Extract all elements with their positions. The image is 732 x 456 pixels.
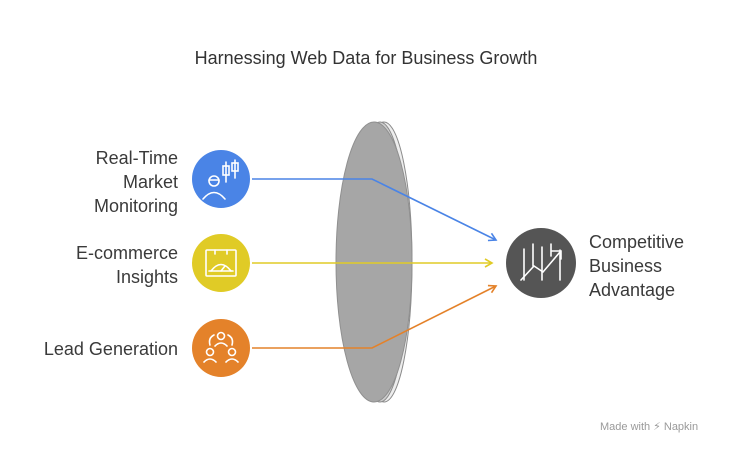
growth-chart-icon [520, 243, 562, 281]
connector-lead-generation [252, 284, 498, 349]
label-line: Lead Generation [43, 339, 178, 359]
napkin-watermark[interactable]: Made with⚡Napkin [600, 420, 698, 433]
lens-shape [335, 121, 413, 403]
node-market-monitoring [192, 150, 250, 208]
node-lead-generation [192, 319, 250, 377]
label-lead-generation: Lead Generation [44, 337, 178, 361]
ecommerce-dashboard-icon [205, 249, 237, 277]
market-monitoring-icon [202, 159, 239, 200]
label-line: Market [122, 172, 178, 192]
label-line: Insights [115, 267, 178, 287]
label-market-monitoring: Real-Time Market Monitoring [94, 146, 178, 218]
label-line: Advantage [589, 280, 676, 300]
label-line: E-commerce [75, 243, 178, 263]
label-line: Real-Time [95, 148, 178, 168]
label-competitive-advantage: Competitive Business Advantage [589, 230, 684, 302]
label-ecommerce-insights: E-commerce Insights [76, 241, 178, 289]
node-competitive-advantage [506, 228, 576, 298]
lead-network-icon [203, 331, 239, 363]
watermark-prefix: Made with [600, 421, 651, 433]
watermark-brand: Napkin [663, 421, 699, 433]
label-line: Business [589, 256, 663, 276]
label-line: Competitive [589, 232, 685, 252]
napkin-logo-icon: ⚡ [653, 421, 661, 433]
diagram-title: Harnessing Web Data for Business Growth [194, 48, 538, 68]
node-ecommerce-insights [192, 234, 250, 292]
label-line: Monitoring [93, 196, 178, 216]
connector-market-monitoring [252, 178, 498, 242]
